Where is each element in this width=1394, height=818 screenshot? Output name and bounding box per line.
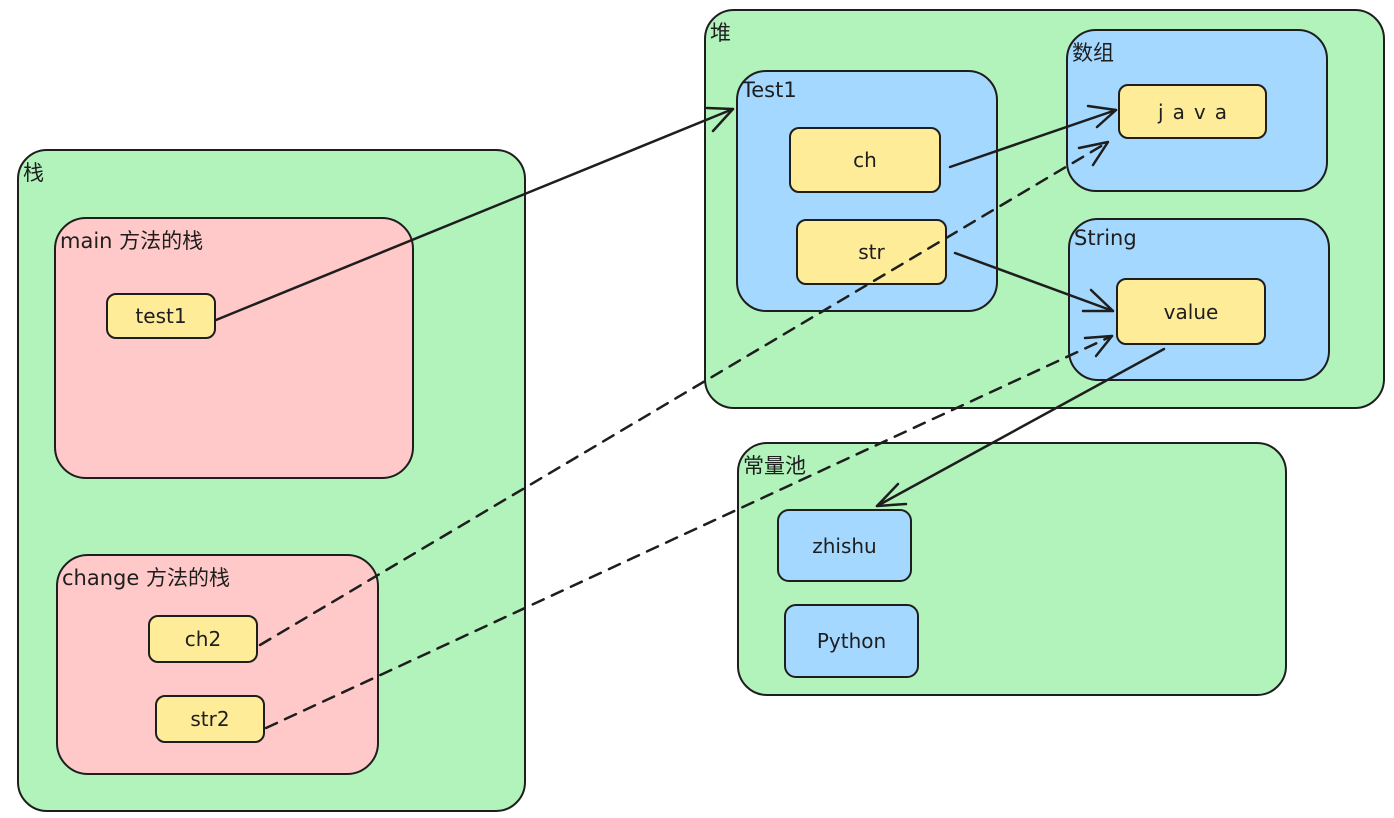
array-content-java: java [1118,84,1267,139]
pool-item-python: Python [784,604,919,678]
test1-object-label: Test1 [742,78,797,102]
string-object-label: String [1074,226,1137,250]
var-ch2-label: ch2 [184,627,222,651]
field-str: str [796,219,947,285]
change-frame-label: change 方法的栈 [62,566,230,590]
var-ch2: ch2 [148,615,258,663]
var-str2: str2 [155,695,265,743]
stack-label: 栈 [23,161,44,185]
main-stack-frame: main 方法的栈 [54,217,414,479]
field-value-label: value [1163,299,1219,324]
field-str-label: str [858,240,885,264]
var-test1: test1 [106,293,216,339]
var-str2-label: str2 [190,707,230,731]
field-ch: ch [789,127,941,193]
pool-item-python-label: Python [816,629,887,653]
heap-label: 堆 [710,21,731,45]
pool-item-zhishu-label: zhishu [812,533,877,558]
field-ch-label: ch [853,148,877,172]
array-object-label: 数组 [1072,41,1114,65]
pool-item-zhishu: zhishu [777,509,912,582]
array-content-label: java [1158,99,1236,124]
field-value: value [1116,278,1266,345]
var-test1-label: test1 [135,304,187,328]
constant-pool-label: 常量池 [743,454,806,478]
main-frame-label: main 方法的栈 [60,229,204,253]
